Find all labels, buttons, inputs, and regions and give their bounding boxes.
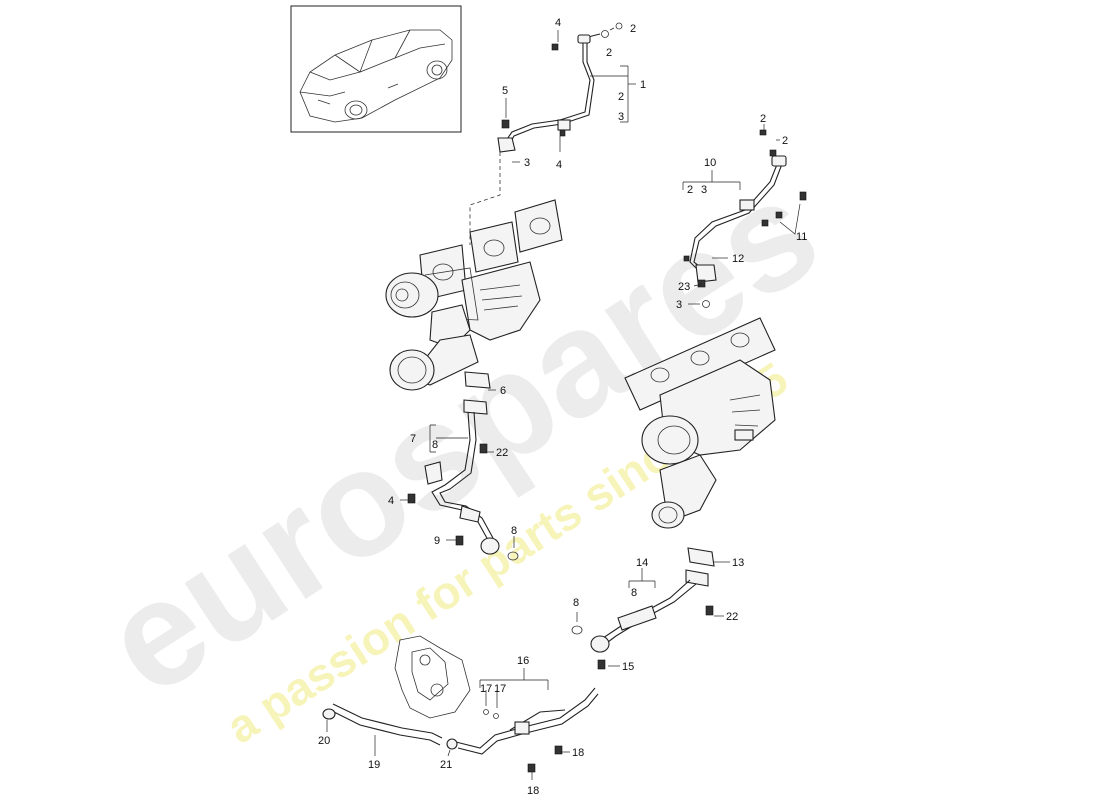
callout-6: 6 (500, 385, 506, 397)
oil-return-line-right (571, 547, 715, 670)
callout-8-left: 8 (511, 525, 517, 537)
callout-23: 23 (678, 281, 690, 293)
callout-22-right: 22 (726, 611, 738, 623)
coolant-line-assembly (322, 635, 599, 773)
callout-1: 1 (640, 79, 646, 91)
car-icon (299, 29, 453, 123)
callout-19: 19 (368, 759, 380, 771)
callout-22-left: 22 (496, 447, 508, 459)
callout-2-right-b: 2 (782, 135, 788, 147)
callout-7: 7 (410, 433, 416, 445)
callout-4-mid: 4 (556, 159, 562, 171)
vehicle-thumbnail (290, 5, 462, 133)
callout-18-bottom: 18 (527, 785, 539, 797)
callout-21: 21 (440, 759, 452, 771)
oil-supply-line-left (497, 22, 623, 153)
callout-14: 14 (636, 557, 648, 569)
callout-3-left: 3 (524, 157, 530, 169)
callout-17-a: 17 (480, 683, 492, 695)
callout-8-right: 8 (573, 597, 579, 609)
callout-2-top-b: 2 (606, 47, 612, 59)
leader-lines (326, 27, 801, 780)
callout-1-2: 2 (618, 91, 624, 103)
callout-7-8: 8 (432, 439, 438, 451)
callout-3-right: 3 (676, 299, 682, 311)
callout-20: 20 (318, 735, 330, 747)
callout-11: 11 (796, 231, 807, 243)
callout-12: 12 (732, 253, 744, 265)
turbocharger-left (385, 199, 563, 391)
callout-10-3: 3 (701, 184, 707, 196)
turbocharger-right (624, 317, 776, 529)
callout-2-right-a: 2 (760, 113, 766, 125)
callout-15: 15 (622, 661, 634, 673)
oil-supply-line-right (683, 129, 807, 308)
callout-4-low: 4 (388, 495, 394, 507)
callout-4-top: 4 (555, 17, 561, 29)
callout-10: 10 (704, 157, 716, 169)
callout-2-top: 2 (630, 23, 636, 35)
callout-9: 9 (434, 535, 440, 547)
callout-17-b: 17 (494, 683, 506, 695)
callout-10-2: 2 (687, 184, 693, 196)
callout-14-8: 8 (631, 587, 637, 599)
callout-18-right: 18 (572, 747, 584, 759)
oil-return-line-left (407, 371, 519, 561)
callout-16: 16 (517, 655, 529, 667)
callout-labels: 4 2 2 1 2 3 5 3 4 2 2 10 2 3 11 12 23 3 … (318, 17, 807, 797)
callout-5: 5 (502, 85, 508, 97)
callout-1-3: 3 (618, 111, 624, 123)
callout-13: 13 (732, 557, 744, 569)
